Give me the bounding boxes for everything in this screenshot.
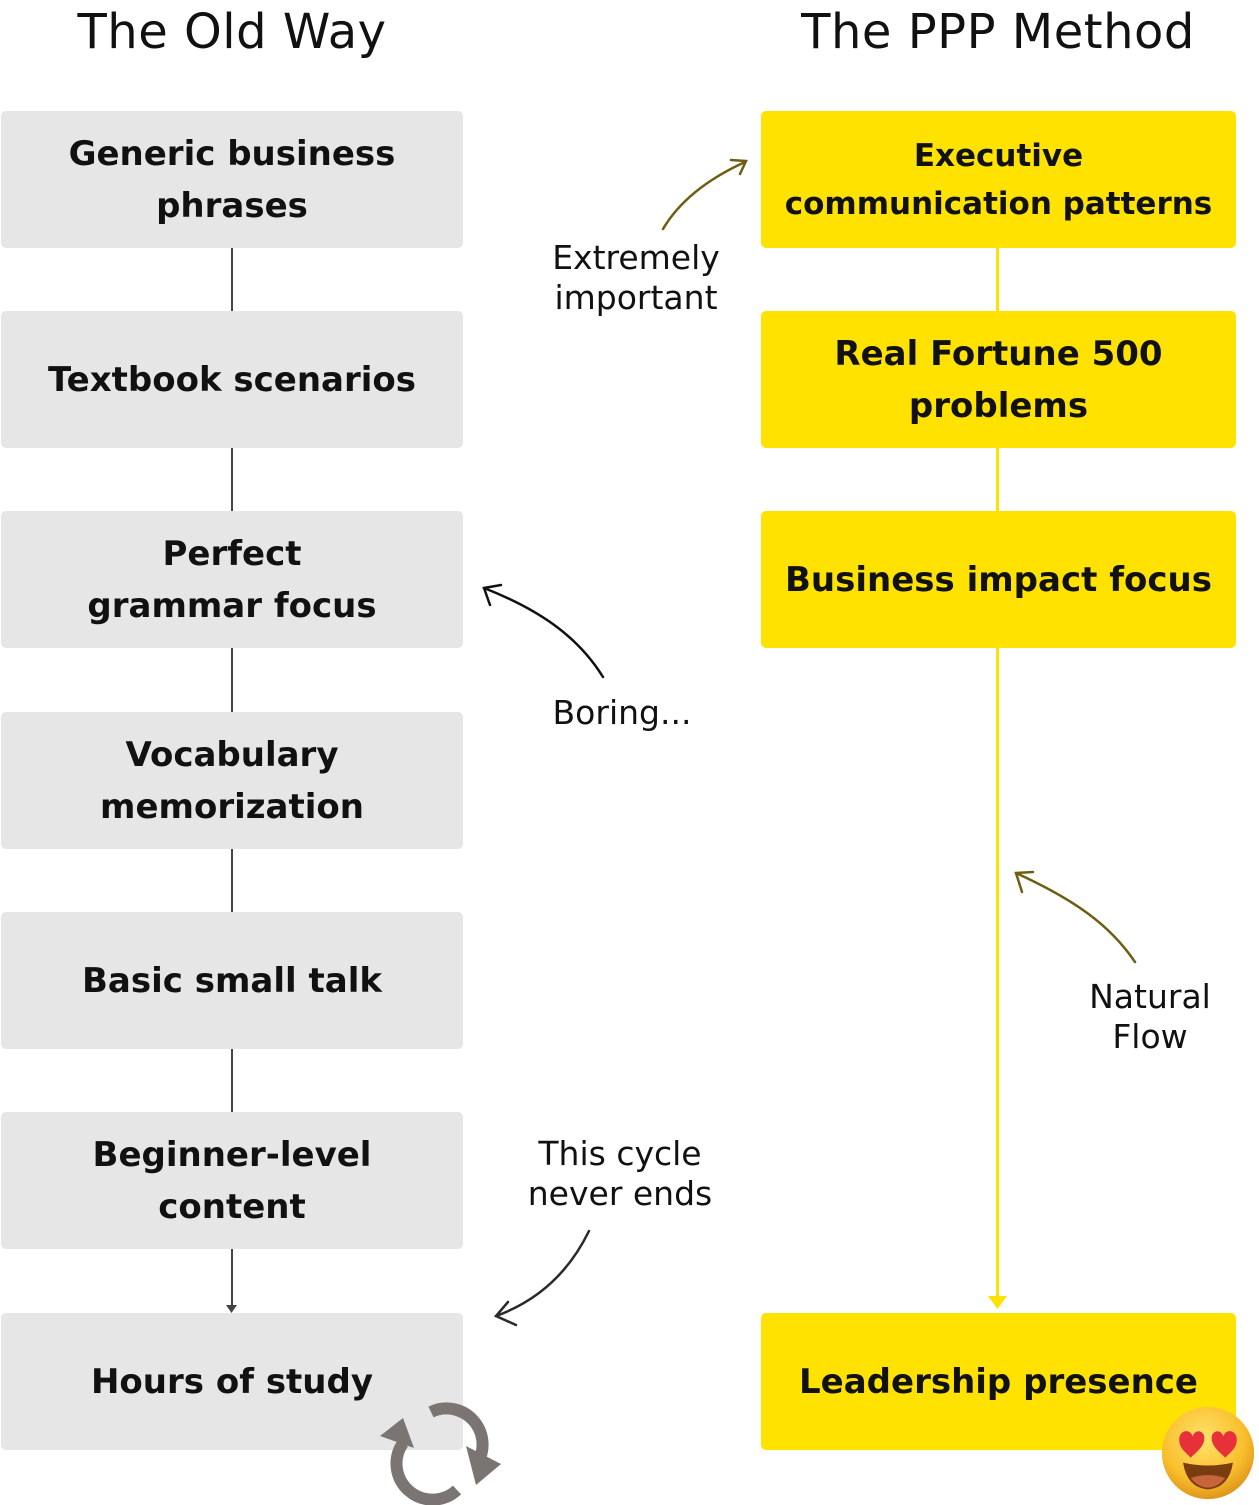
old-step-vocabulary-memorization: Vocabulary memorization: [1, 712, 463, 849]
old-connector-6: [231, 1249, 233, 1307]
note-line: important: [554, 278, 718, 317]
ppp-step-real-fortune-500-problems: Real Fortune 500 problems: [761, 311, 1236, 448]
step-text-line: Business impact focus: [785, 559, 1212, 600]
note-line: Natural: [1089, 977, 1211, 1016]
step-text-line: Leadership presence: [799, 1361, 1198, 1402]
note-line: Extremely: [552, 238, 720, 277]
ppp-step-business-impact-focus: Business impact focus: [761, 511, 1236, 648]
old-step-perfect-grammar-focus: Perfect grammar focus: [1, 511, 463, 648]
step-text-line: Basic small talk: [82, 960, 382, 1001]
ppp-connector-1: [996, 248, 999, 311]
step-text-line: Perfect: [162, 533, 302, 574]
cycle-arrowhead-1: [466, 1446, 501, 1485]
note-cycle-never-ends: This cycle never ends: [510, 1134, 730, 1214]
old-step-generic-business-phrases: Generic business phrases: [1, 111, 463, 248]
note-line: This cycle: [538, 1134, 702, 1173]
ppp-connector-3: [996, 648, 999, 1300]
note-extremely-important: Extremely important: [536, 238, 736, 318]
step-text-line: Real Fortune 500: [834, 333, 1163, 374]
step-text-line: Executive: [913, 137, 1084, 174]
step-text-line: content: [158, 1186, 306, 1227]
old-connector-1: [231, 248, 233, 311]
boring-arrow-icon: [482, 583, 605, 679]
old-step-hours-of-study: Hours of study: [1, 1313, 463, 1450]
cycle-arrow-icon: [493, 1229, 591, 1327]
old-connector-5: [231, 1049, 233, 1112]
old-connector-3: [231, 648, 233, 712]
step-text-line: grammar focus: [87, 585, 377, 626]
note-natural-flow: Natural Flow: [1070, 977, 1230, 1057]
ppp-step-leadership-presence: Leadership presence: [761, 1313, 1236, 1450]
old-step-textbook-scenarios: Textbook scenarios: [1, 311, 463, 448]
step-text-line: problems: [908, 385, 1089, 426]
step-text-line: Textbook scenarios: [47, 359, 417, 400]
step-text-line: Hours of study: [90, 1361, 374, 1402]
old-connector-4: [231, 849, 233, 912]
note-line: Boring...: [552, 693, 692, 732]
note-line: never ends: [527, 1174, 713, 1213]
extremely-important-arrow-icon: [661, 158, 748, 231]
old-way-title: The Old Way: [77, 4, 387, 60]
ppp-connector-2: [996, 448, 999, 511]
step-text-line: Generic business: [68, 133, 396, 174]
natural-flow-arrow-icon: [1014, 870, 1137, 964]
step-text-line: memorization: [100, 786, 364, 827]
note-line: Flow: [1112, 1017, 1188, 1056]
old-step-basic-small-talk: Basic small talk: [1, 912, 463, 1049]
old-step-beginner-level-content: Beginner-level content: [1, 1112, 463, 1249]
ppp-step-executive-communication-patterns: Executive communication patterns: [761, 111, 1236, 248]
heart-eyes-emoji-icon: [1161, 1406, 1255, 1500]
step-text-line: Vocabulary: [125, 734, 339, 775]
old-connector-2: [231, 448, 233, 511]
ppp-method-title: The PPP Method: [801, 4, 1195, 60]
step-text-line: communication patterns: [784, 185, 1213, 222]
note-boring: Boring...: [532, 693, 712, 733]
step-text-line: Beginner-level: [92, 1134, 372, 1175]
step-text-line: phrases: [156, 185, 308, 226]
